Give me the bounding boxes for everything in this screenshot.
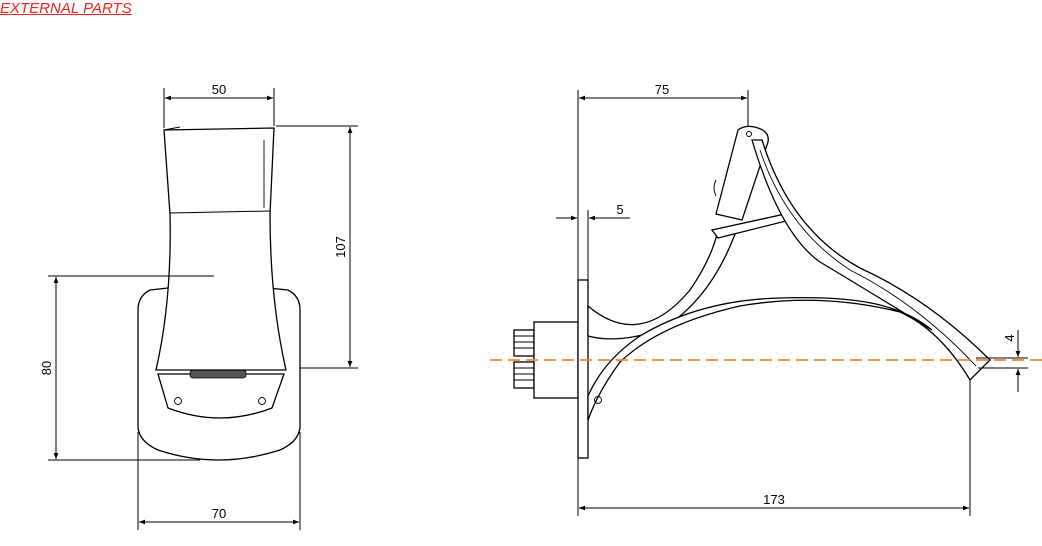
side-lever-arm [587,225,739,340]
front-body [155,127,287,371]
front-lever-joint [169,210,271,214]
handle-button [713,179,717,197]
threaded-connector [513,329,535,389]
section-heading: EXTERNAL PARTS [0,0,132,17]
dim-label-107: 107 [333,236,348,258]
aerator-slot [189,369,247,379]
dim-label-4: 4 [1002,334,1017,341]
dim-label-50: 50 [212,82,226,97]
spout-inner-curve [759,149,977,367]
dim-label-173: 173 [763,492,785,507]
dim-label-80: 80 [39,361,54,375]
dim-label-5: 5 [616,202,623,217]
front-view: 50 107 80 70 [39,82,358,530]
side-wall-plate [577,279,589,459]
side-view: 75 5 4 173 [490,82,1042,516]
front-screw-right [258,397,266,405]
side-spout [587,139,991,421]
side-screw [594,396,602,404]
front-outlet [157,373,285,419]
handle-pin [746,131,752,137]
front-screw-left [174,397,182,405]
dim-label-70: 70 [212,506,226,521]
dim-label-75: 75 [655,82,669,97]
front-top-edge [163,126,181,131]
